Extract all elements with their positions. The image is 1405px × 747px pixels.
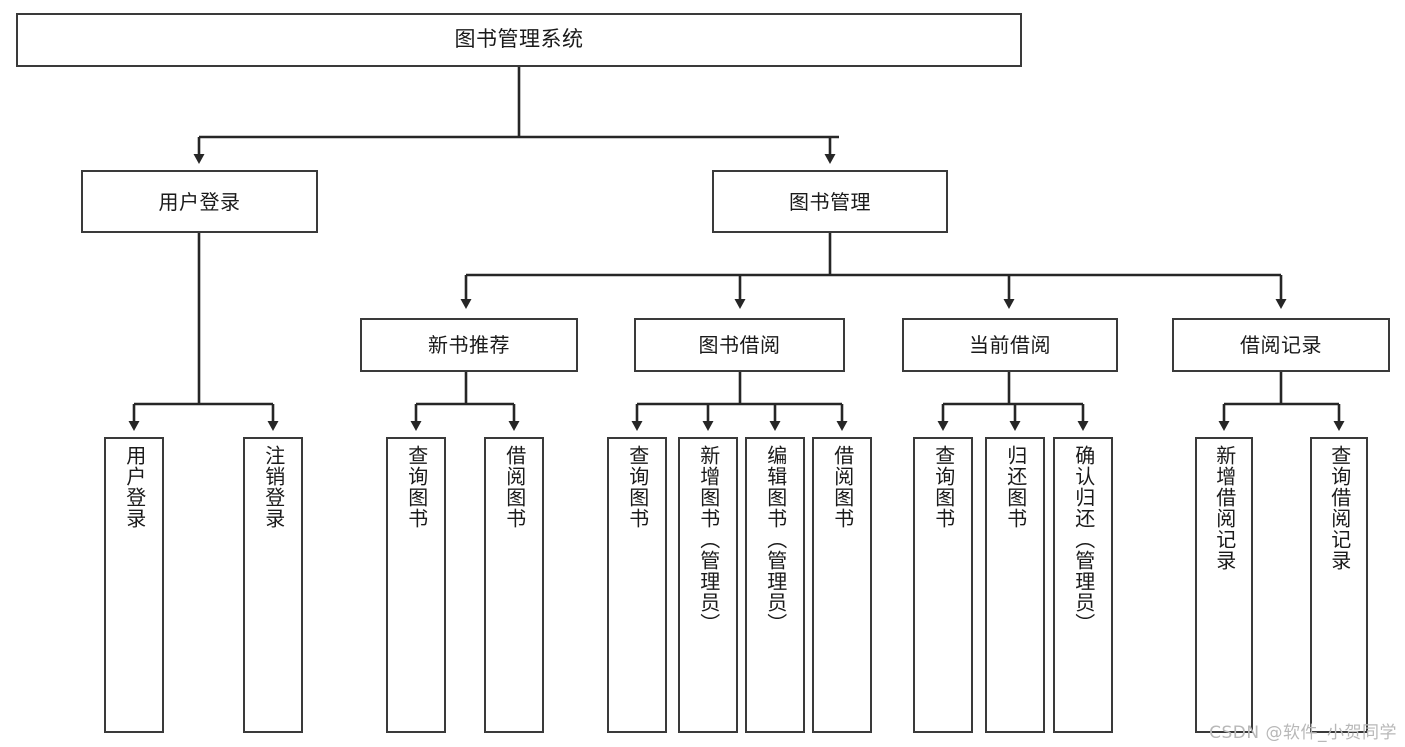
node-leaf-edit-book-label: 编辑图书（管理员） [763,445,788,634]
node-leaf-query-record[interactable]: 查询借阅记录 [1310,437,1368,733]
node-leaf-add-book[interactable]: 新增图书（管理员） [678,437,738,733]
node-leaf-query-book-2-label: 查询图书 [625,445,650,529]
node-book-borrow-label: 图书借阅 [698,333,781,357]
node-borrow-record[interactable]: 借阅记录 [1172,318,1390,372]
node-leaf-user-login-label: 用户登录 [122,445,147,529]
node-leaf-query-book-3[interactable]: 查询图书 [913,437,973,733]
node-book-borrow[interactable]: 图书借阅 [634,318,845,372]
node-book-manage[interactable]: 图书管理 [712,170,948,233]
node-leaf-query-book-2[interactable]: 查询图书 [607,437,667,733]
node-leaf-borrow-book-1[interactable]: 借阅图书 [484,437,544,733]
node-new-book-recommend[interactable]: 新书推荐 [360,318,578,372]
node-leaf-borrow-book-2[interactable]: 借阅图书 [812,437,872,733]
node-leaf-return-book[interactable]: 归还图书 [985,437,1045,733]
node-leaf-user-login[interactable]: 用户登录 [104,437,164,733]
watermark-text: CSDN @软件_小贺同学 [1209,723,1397,743]
node-current-borrow[interactable]: 当前借阅 [902,318,1118,372]
node-borrow-record-label: 借阅记录 [1240,333,1322,357]
node-leaf-logout-login[interactable]: 注销登录 [243,437,303,733]
node-leaf-query-book-1-label: 查询图书 [404,445,429,529]
node-user-login-label: 用户登录 [158,189,241,214]
node-leaf-confirm-return[interactable]: 确认归还（管理员） [1053,437,1113,733]
node-leaf-edit-book[interactable]: 编辑图书（管理员） [745,437,805,733]
node-leaf-return-book-label: 归还图书 [1003,445,1028,529]
node-leaf-query-record-label: 查询借阅记录 [1327,445,1352,571]
node-leaf-add-book-label: 新增图书（管理员） [696,445,721,634]
node-leaf-query-book-1[interactable]: 查询图书 [386,437,446,733]
node-leaf-add-record-label: 新增借阅记录 [1212,445,1237,571]
node-root[interactable]: 图书管理系统 [16,13,1022,67]
node-user-login[interactable]: 用户登录 [81,170,318,233]
node-leaf-add-record[interactable]: 新增借阅记录 [1195,437,1253,733]
node-leaf-logout-login-label: 注销登录 [261,445,286,529]
node-leaf-borrow-book-2-label: 借阅图书 [830,445,855,529]
node-root-label: 图书管理系统 [454,27,584,52]
node-book-manage-label: 图书管理 [789,189,871,214]
node-new-book-recommend-label: 新书推荐 [428,333,510,357]
node-leaf-confirm-return-label: 确认归还（管理员） [1071,445,1096,634]
node-leaf-borrow-book-1-label: 借阅图书 [502,445,527,529]
node-current-borrow-label: 当前借阅 [969,333,1051,357]
node-leaf-query-book-3-label: 查询图书 [931,445,956,529]
